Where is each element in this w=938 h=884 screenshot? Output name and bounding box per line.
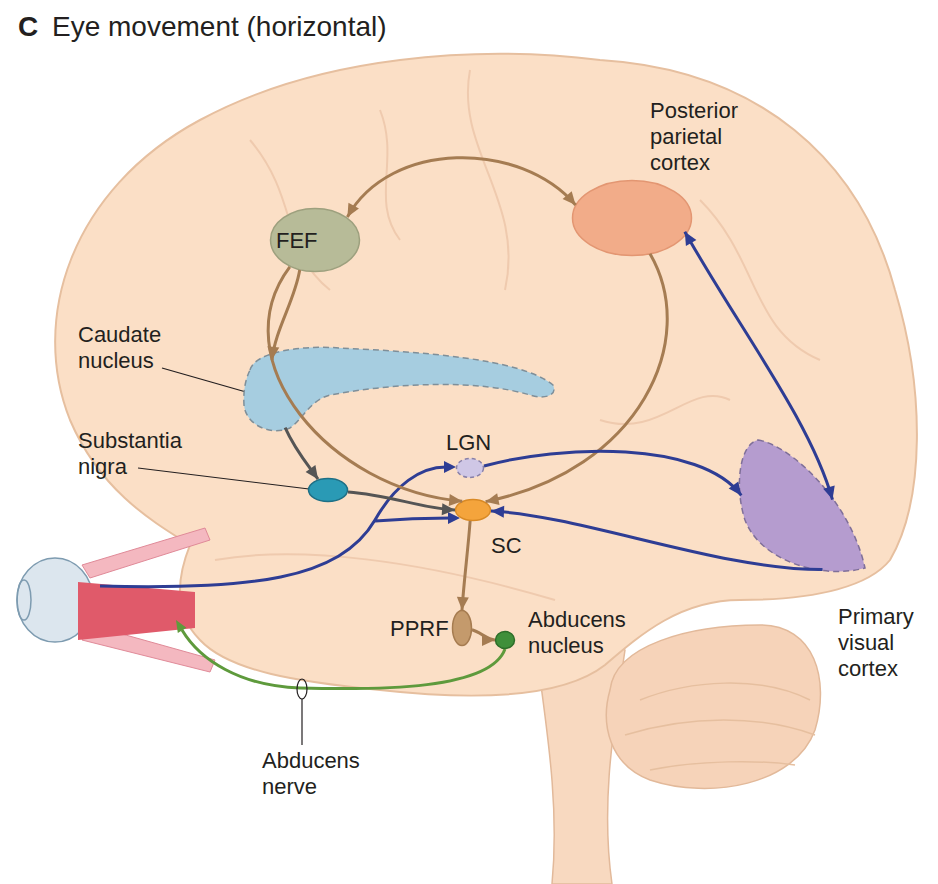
leader-line bbox=[162, 368, 246, 392]
cornea bbox=[17, 580, 31, 620]
region-shape bbox=[740, 438, 865, 578]
region-label: PPRF bbox=[390, 616, 449, 642]
region-outline bbox=[573, 181, 692, 256]
pathway-arrow bbox=[348, 492, 455, 515]
pathway-line bbox=[484, 451, 741, 495]
leader-line bbox=[301, 699, 302, 745]
region-label: Posterior parietal cortex bbox=[650, 98, 760, 176]
arrowhead bbox=[491, 506, 504, 518]
brain-region: Primary visual cortex bbox=[740, 438, 865, 578]
arrowhead bbox=[347, 203, 359, 217]
brain-region: PPRF bbox=[452, 610, 472, 646]
panel-letter: C bbox=[18, 10, 38, 44]
part-label: Abducens nerve bbox=[262, 748, 402, 800]
pathway-arrow bbox=[347, 158, 575, 217]
leader-loop bbox=[297, 679, 307, 699]
brain-region: Abducens nucleus bbox=[495, 631, 515, 649]
pathway-arrow bbox=[484, 451, 741, 495]
region-outline bbox=[456, 500, 491, 521]
brain-region: SC bbox=[455, 499, 491, 521]
region-shape bbox=[572, 180, 692, 256]
arrowhead bbox=[176, 620, 186, 633]
brain-region: Substantia nigra bbox=[308, 478, 348, 502]
region-shape bbox=[452, 610, 472, 646]
arrowhead bbox=[486, 493, 500, 505]
region-shape bbox=[455, 499, 491, 521]
pathway-arrow bbox=[285, 428, 318, 480]
region-shape bbox=[495, 631, 515, 649]
region-outline bbox=[496, 632, 515, 649]
pathway-line bbox=[272, 270, 300, 360]
region-shape bbox=[243, 345, 555, 432]
lateral-rectus-muscle bbox=[78, 582, 195, 640]
cerebellum bbox=[606, 625, 820, 788]
region-label: Abducens nucleus bbox=[528, 607, 658, 659]
region-label: LGN bbox=[446, 430, 491, 456]
arrowhead bbox=[444, 461, 456, 473]
upper-eye-muscle bbox=[82, 528, 210, 578]
pathway-line bbox=[472, 630, 495, 640]
pathway-arrow bbox=[457, 521, 470, 610]
region-shape bbox=[456, 458, 484, 478]
brain-region: Posterior parietal cortex bbox=[572, 180, 692, 256]
arrowhead bbox=[442, 503, 455, 515]
arrowhead bbox=[306, 465, 318, 479]
region-outline bbox=[271, 209, 360, 272]
cerebrum bbox=[55, 54, 917, 696]
arrowhead bbox=[457, 597, 469, 610]
pathway-line bbox=[347, 158, 575, 217]
sulci bbox=[215, 70, 820, 600]
pathway-arrow bbox=[472, 630, 495, 646]
region-label: Substantia nigra bbox=[78, 428, 198, 480]
optic-pathway bbox=[100, 467, 450, 587]
pathway-line bbox=[348, 492, 455, 510]
region-label: Primary visual cortex bbox=[838, 604, 930, 682]
pathway-arrow bbox=[267, 270, 299, 360]
region-label: Caudate nucleus bbox=[78, 322, 198, 374]
region-outline bbox=[739, 440, 865, 571]
region-outline bbox=[244, 347, 554, 430]
region-label: FEF bbox=[276, 228, 318, 254]
leader-line bbox=[138, 468, 309, 489]
brain-region: FEF bbox=[270, 208, 360, 272]
arrowhead bbox=[563, 191, 576, 205]
region-outline bbox=[309, 479, 348, 502]
region-label: SC bbox=[491, 533, 522, 559]
brain-region: Caudate nucleus bbox=[243, 345, 555, 432]
region-shape bbox=[308, 478, 348, 502]
pathway-line bbox=[285, 428, 318, 480]
cerebellum-folia bbox=[625, 683, 815, 770]
arrowhead bbox=[482, 634, 495, 646]
region-outline bbox=[453, 611, 472, 646]
pathway-line bbox=[462, 521, 470, 610]
diagram-title: Eye movement (horizontal) bbox=[52, 10, 387, 44]
region-outline bbox=[457, 459, 484, 478]
brain-region: LGN bbox=[456, 458, 484, 478]
